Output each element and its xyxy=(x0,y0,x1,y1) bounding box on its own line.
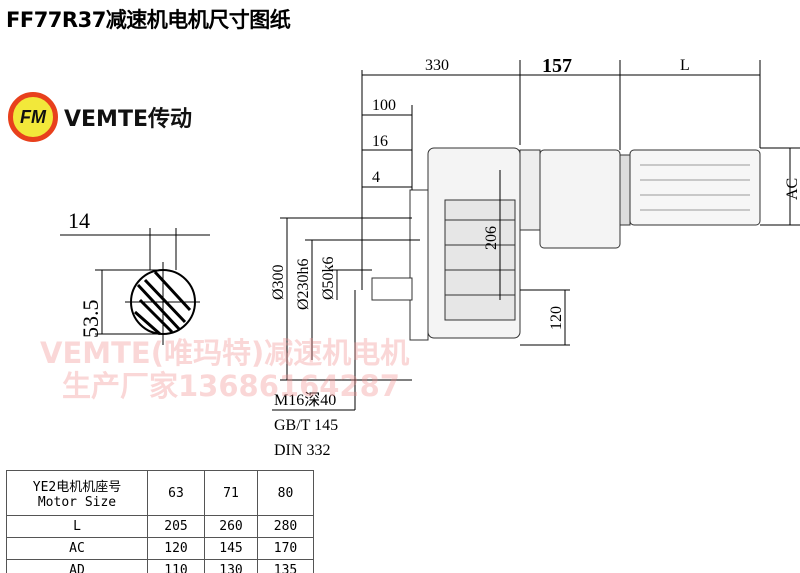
table-cell: 135 xyxy=(257,559,314,573)
dim-AC: AC xyxy=(784,178,800,200)
dim-4: 4 xyxy=(372,169,380,186)
shaft-section xyxy=(60,228,210,345)
row-label: L xyxy=(6,515,148,538)
row-label: AC xyxy=(6,537,148,560)
page-title: FF77R37减速机电机尺寸图纸 xyxy=(6,8,291,32)
dim-dia-50k6: Ø50k6 xyxy=(320,256,337,300)
dim-206: 206 xyxy=(483,226,500,250)
logo-mark-icon: FM xyxy=(8,92,58,142)
note-thread: M16深40 xyxy=(274,391,336,409)
brand-name: VEMTE传动 xyxy=(64,107,192,132)
header-cell: 71 xyxy=(204,470,258,516)
dim-330: 330 xyxy=(425,57,449,74)
note-gbt: GB/T 145 xyxy=(274,417,338,434)
row-label: AD xyxy=(6,559,148,573)
table-cell: 260 xyxy=(204,515,258,538)
dim-L: L xyxy=(680,57,690,74)
dim-16: 16 xyxy=(372,133,388,150)
dim-100: 100 xyxy=(372,97,396,114)
brand-logo: FM VEMTE传动 xyxy=(8,92,192,142)
dim-dia-300: Ø300 xyxy=(270,264,287,300)
header-cell: 63 xyxy=(147,470,205,516)
dimension-lines xyxy=(272,60,800,411)
table-cell: 130 xyxy=(204,559,258,573)
gearbox xyxy=(371,147,761,341)
table-cell: 120 xyxy=(147,537,205,560)
note-din: DIN 332 xyxy=(274,442,330,459)
table-cell: 280 xyxy=(257,515,314,538)
dim-dia-230h6: Ø230h6 xyxy=(295,258,312,310)
table-cell: 205 xyxy=(147,515,205,538)
header-label-cn: YE2电机机座号 xyxy=(32,480,122,495)
table-cell: 145 xyxy=(204,537,258,560)
dim-120: 120 xyxy=(548,306,565,330)
header-cell: 80 xyxy=(257,470,314,516)
dim-157: 157 xyxy=(542,55,572,77)
dim-14: 14 xyxy=(68,208,90,233)
table-cell: 170 xyxy=(257,537,314,560)
dim-53-5: 53.5 xyxy=(78,300,103,339)
header-label-en: Motor Size xyxy=(37,495,117,510)
table-cell: 110 xyxy=(147,559,205,573)
